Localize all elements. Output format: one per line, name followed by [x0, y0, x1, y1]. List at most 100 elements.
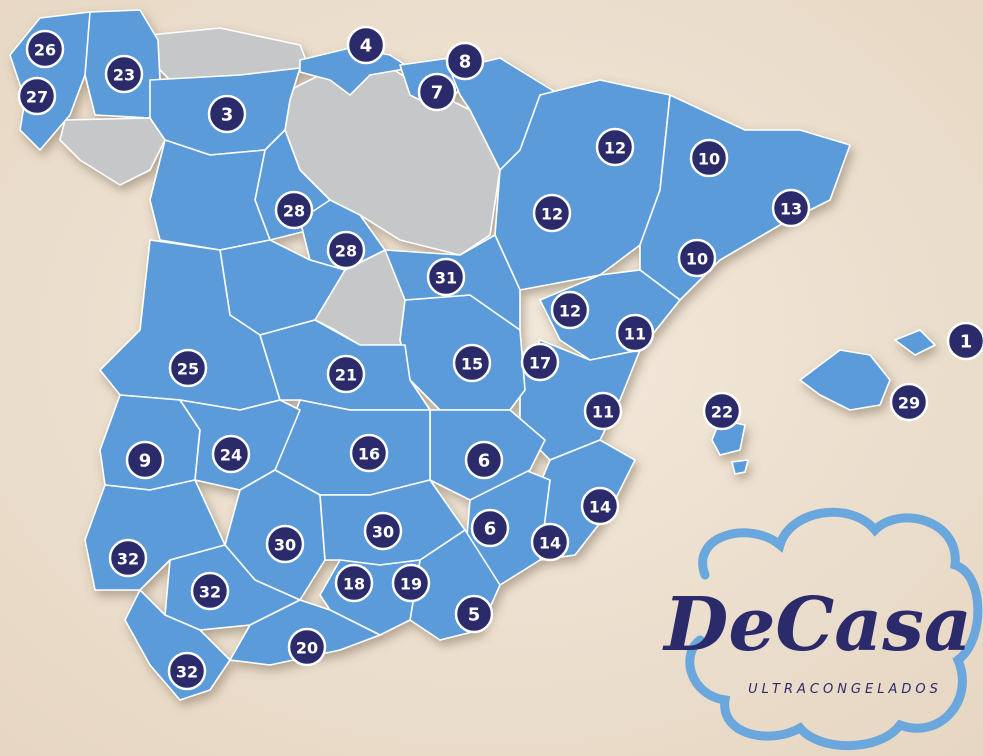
- zone-marker: 31: [426, 257, 466, 297]
- zone-marker-circle: [426, 257, 466, 297]
- zone-marker-number: 29: [898, 394, 920, 413]
- zone-marker-circle: [445, 41, 485, 81]
- zone-marker-number: 10: [686, 250, 708, 269]
- zone-marker-number: 27: [26, 88, 48, 107]
- zone-marker: 21: [326, 354, 366, 394]
- zone-marker-number: 28: [335, 242, 357, 261]
- zone-marker-number: 14: [539, 534, 561, 553]
- brand-tagline: ULTRACONGELADOS: [748, 682, 942, 697]
- zone-marker-number: 25: [177, 360, 199, 379]
- zone-marker-circle: [207, 94, 247, 134]
- zone-marker: 11: [583, 391, 623, 431]
- zone-marker-number: 19: [400, 575, 422, 594]
- zone-marker-number: 26: [34, 41, 56, 60]
- zone-marker-circle: [580, 486, 620, 526]
- zone-marker-number: 1: [960, 332, 973, 353]
- zone-marker-circle: [583, 391, 623, 431]
- zone-marker: 18: [334, 563, 374, 603]
- zone-marker: 12: [595, 127, 635, 167]
- zone-marker-circle: [265, 524, 305, 564]
- zone-marker: 6: [470, 508, 510, 548]
- zone-marker-number: 13: [780, 200, 802, 219]
- zone-marker: 32: [108, 538, 148, 578]
- zone-marker: 32: [190, 571, 230, 611]
- zone-marker-number: 22: [711, 403, 733, 422]
- zone-marker: 30: [265, 524, 305, 564]
- zone-marker-circle: [167, 651, 207, 691]
- zone-marker: 23: [104, 54, 144, 94]
- zone-marker-circle: [326, 354, 366, 394]
- zone-marker-circle: [391, 563, 431, 603]
- zone-marker-number: 6: [484, 519, 497, 540]
- zone-marker-number: 5: [468, 605, 481, 626]
- zone-marker-circle: [470, 508, 510, 548]
- zone-marker-circle: [363, 511, 403, 551]
- island-menorca: [894, 329, 936, 356]
- zone-marker-circle: [452, 343, 492, 383]
- zone-marker-circle: [946, 321, 983, 361]
- mainland-group: [9, 9, 851, 701]
- zone-marker-number: 30: [372, 523, 394, 542]
- zone-marker-circle: [346, 25, 386, 65]
- zone-marker: 9: [125, 440, 165, 480]
- zone-marker-circle: [104, 54, 144, 94]
- zone-marker-number: 4: [360, 36, 373, 57]
- zone-marker-circle: [334, 563, 374, 603]
- zone-marker: 26: [25, 29, 65, 69]
- zone-marker-circle: [702, 391, 742, 431]
- zone-marker: 6: [464, 440, 504, 480]
- zone-marker-number: 32: [199, 583, 221, 602]
- zone-marker-number: 12: [604, 139, 626, 158]
- zone-marker-number: 30: [274, 536, 296, 555]
- zone-marker-number: 31: [435, 269, 457, 288]
- zone-marker-number: 12: [559, 302, 581, 321]
- zone-marker-circle: [550, 290, 590, 330]
- zone-marker-circle: [417, 72, 457, 112]
- zone-marker: 12: [532, 193, 572, 233]
- zone-marker: 29: [889, 382, 929, 422]
- island-formentera: [731, 459, 749, 475]
- brand-name: DeCasa: [662, 582, 972, 668]
- zone-marker-number: 15: [461, 355, 483, 374]
- zone-marker-number: 32: [117, 550, 139, 569]
- zone-marker-number: 7: [431, 83, 444, 104]
- zone-marker: 1: [946, 321, 983, 361]
- zone-marker: 24: [211, 434, 251, 474]
- zone-marker-circle: [274, 190, 314, 230]
- zone-marker-number: 11: [592, 403, 614, 422]
- zone-marker: 14: [580, 486, 620, 526]
- zone-marker-number: 20: [296, 639, 318, 658]
- zone-marker-number: 10: [698, 150, 720, 169]
- zone-marker-circle: [689, 138, 729, 178]
- zone-marker-number: 21: [335, 366, 357, 385]
- zone-marker-number: 24: [220, 446, 242, 465]
- zone-marker-number: 3: [221, 105, 234, 126]
- zone-marker: 16: [349, 433, 389, 473]
- zone-marker-circle: [615, 313, 655, 353]
- zone-marker: 22: [702, 391, 742, 431]
- zone-marker-number: 12: [541, 205, 563, 224]
- zone-marker: 12: [550, 290, 590, 330]
- zone-marker: 25: [168, 348, 208, 388]
- zone-marker-number: 17: [529, 354, 551, 373]
- zone-marker: 19: [391, 563, 431, 603]
- zone-marker-number: 9: [139, 451, 152, 472]
- zone-marker-circle: [454, 594, 494, 634]
- zone-marker-number: 23: [113, 66, 135, 85]
- zone-marker: 27: [17, 76, 57, 116]
- zone-marker-circle: [464, 440, 504, 480]
- zone-marker: 8: [445, 41, 485, 81]
- zone-marker-number: 18: [343, 575, 365, 594]
- zone-marker: 17: [520, 342, 560, 382]
- zone-marker-circle: [520, 342, 560, 382]
- zone-marker-circle: [211, 434, 251, 474]
- zone-marker-circle: [125, 440, 165, 480]
- zone-marker-number: 6: [478, 451, 491, 472]
- zone-marker: 28: [326, 230, 366, 270]
- zone-marker-circle: [108, 538, 148, 578]
- zone-marker: 13: [771, 188, 811, 228]
- logo-cloud-outline: [685, 507, 983, 751]
- zone-marker: 14: [530, 522, 570, 562]
- zone-marker-circle: [595, 127, 635, 167]
- zone-marker-circle: [190, 571, 230, 611]
